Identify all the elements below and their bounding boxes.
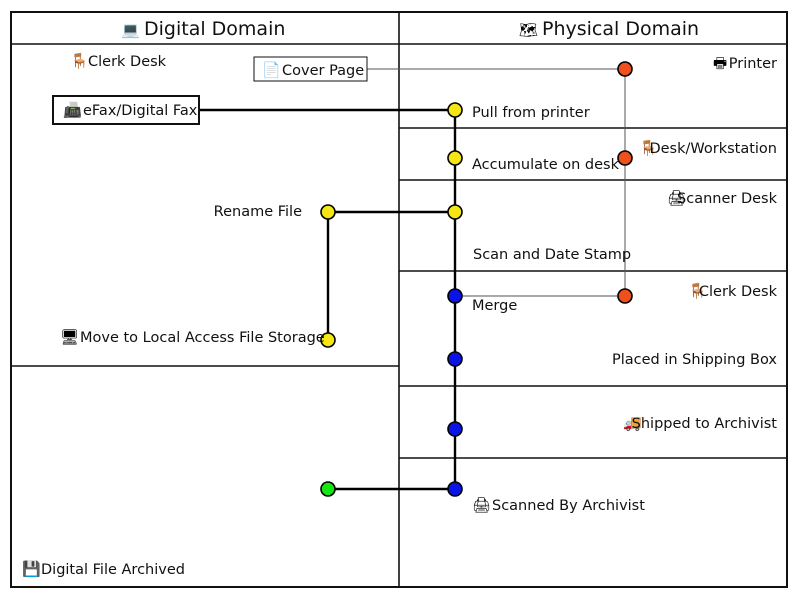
efax-box (52, 95, 200, 125)
shipping-box-label: Placed in Shipping Box (612, 352, 777, 368)
node-scanned-archivist (447, 481, 463, 497)
node-desk-workstation (617, 150, 633, 166)
scanner-icon: 🖨 (667, 189, 686, 207)
printer-label: Printer (729, 56, 777, 72)
node-merge (447, 288, 463, 304)
printer-icon: 🖶 (713, 54, 727, 72)
move-local-label: Move to Local Access File Storage (80, 330, 325, 346)
pull-from-printer-label: Pull from printer (472, 105, 590, 121)
cover-page-label: Cover Page (282, 63, 364, 79)
node-scan-date-stamp (447, 204, 463, 220)
node-clerk-desk (617, 288, 633, 304)
node-shipping-box (447, 351, 463, 367)
accumulate-label: Accumulate on desk (472, 157, 620, 173)
rename-file-label: Rename File (214, 204, 302, 220)
scanner-desk-label: Scanner Desk (677, 191, 778, 207)
monitor-icon: 🖥 (60, 328, 79, 346)
node-accumulate (447, 150, 463, 166)
node-printer (617, 61, 633, 77)
cover-page-box (253, 56, 368, 82)
scanner-icon: 🖨 (472, 496, 491, 514)
chair-icon: 🪑 (70, 52, 89, 70)
clerk-desk-mid-label: Clerk Desk (699, 284, 778, 300)
node-shipped (447, 421, 463, 437)
scanned-archivist-label: Scanned By Archivist (492, 498, 645, 514)
node-pull-from-printer (447, 102, 463, 118)
node-archive-digital (320, 481, 336, 497)
node-rename-file (320, 204, 336, 220)
clerk-desk-top-label: Clerk Desk (88, 54, 167, 70)
physical-domain-title: Physical Domain (542, 18, 699, 40)
merge-label: Merge (472, 298, 517, 314)
node-move-local (320, 332, 336, 348)
floppy-disk-icon: 💾 (22, 560, 41, 578)
fax-icon: 📠 (63, 101, 82, 119)
digital-file-archived-label: Digital File Archived (41, 562, 185, 578)
truck-icon: 🚚 (623, 414, 642, 432)
map-icon: 🗺 (519, 21, 538, 39)
desk-workstation-label: Desk/Workstation (649, 141, 777, 157)
efax-label: eFax/Digital Fax (83, 103, 198, 119)
digital-domain-title: Digital Domain (144, 18, 285, 40)
laptop-icon: 💻 (121, 21, 140, 39)
document-icon: 📄 (262, 61, 281, 79)
chair-icon: 🪑 (688, 282, 707, 300)
chair-icon: 🪑 (639, 139, 658, 157)
shipped-label: Shipped to Archivist (632, 416, 778, 432)
scan-date-stamp-label: Scan and Date Stamp (473, 247, 631, 263)
